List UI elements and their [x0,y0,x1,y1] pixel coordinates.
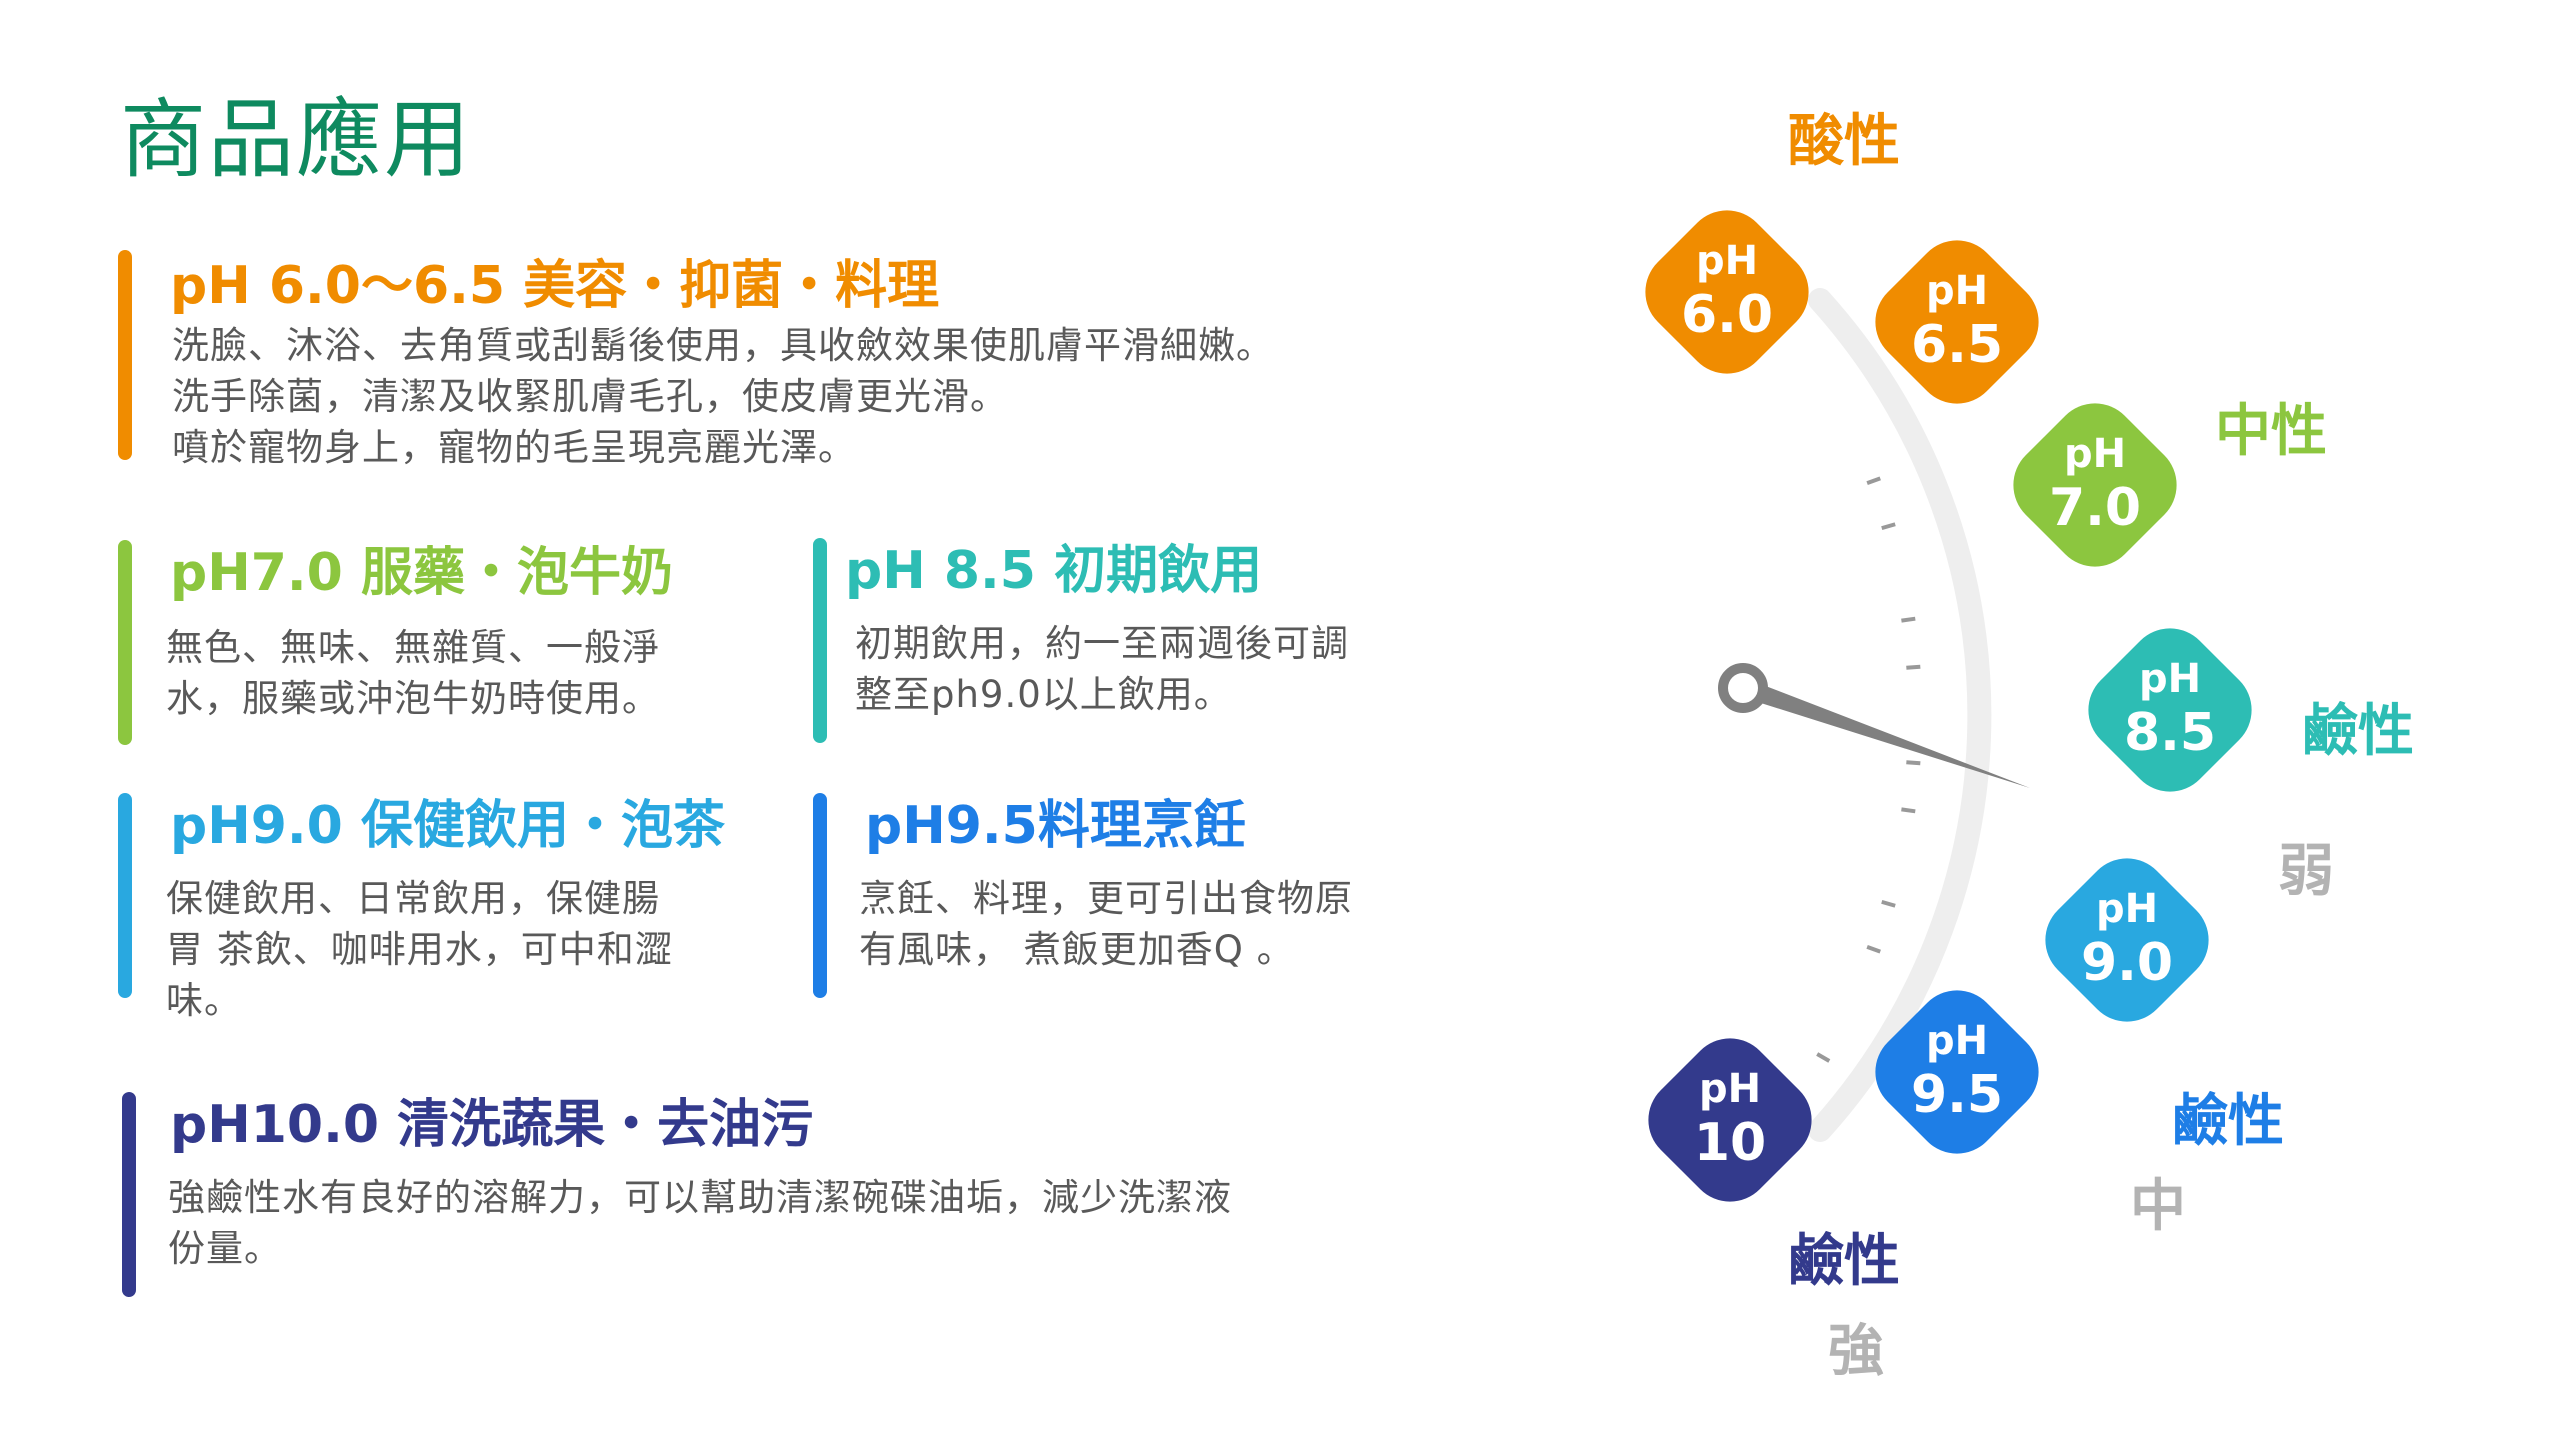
badge-value: 7.0 [2049,478,2141,538]
ph-badge: pH9.5 [1875,990,2039,1154]
badge-shape [1875,240,2039,404]
gauge-tick [1906,760,1921,766]
needle-shape [1745,680,2030,788]
label-alkaline-mid: 鹼性 [2172,1089,2284,1154]
gauge-tick [1866,476,1881,485]
badge-ph-label: pH [2139,656,2201,702]
section-ph10: pH10.0 清洗蔬果・去油污 強鹼性水有良好的溶解力，可以幫助清潔碗碟油垢，減… [122,1092,1422,1302]
badge-ph-label: pH [1696,238,1758,284]
ph-badge: pH7.0 [2013,403,2177,567]
badge-shape [2088,628,2252,792]
badge-ph-label: pH [1699,1066,1761,1112]
badge-shape [2045,858,2209,1022]
badge-shape [1645,210,1809,374]
label-strong: 強 [1828,1319,1884,1384]
section-accent-bar [813,793,827,998]
section-body: 初期飲用，約一至兩週後可調 整至ph9.0以上飲用。 [855,622,1349,716]
ph-badge: pH8.5 [2088,628,2252,792]
ph-badge: pH9.0 [2045,858,2209,1022]
section-heading: pH 8.5 初期飲用 [845,541,1263,601]
section-heading: pH 6.0～6.5 美容・抑菌・料理 [170,256,940,316]
section-ph8-5: pH 8.5 初期飲用 初期飲用，約一至兩週後可調 整至ph9.0以上飲用。 [813,538,1453,748]
badge-ph-label: pH [2096,886,2158,932]
badge-ph-label: pH [1926,1018,1988,1064]
section-accent-bar [122,1092,136,1297]
gauge-tick [1866,945,1881,954]
label-mid: 中 [2130,1174,2186,1239]
gauge-tick [1881,899,1896,908]
badge-value: 8.5 [2124,703,2216,763]
section-accent-bar [118,793,132,998]
gauge-tick [1901,807,1916,814]
badge-shape [1875,990,2039,1154]
section-accent-bar [118,540,132,745]
section-ph7: pH7.0 服藥・泡牛奶 無色、無味、無雜質、一般淨 水，服藥或沖泡牛奶時使用。 [118,540,758,750]
section-accent-bar [118,250,132,460]
badge-shape [1648,1038,1812,1202]
ph-badge: pH6.0 [1645,210,1809,374]
badge-value: 9.0 [2081,933,2173,993]
badge-shape [2013,403,2177,567]
label-alkaline-strong: 鹼性 [1788,1229,1900,1294]
section-body: 保健飲用、日常飲用，保健腸 胃 茶飲、咖啡用水，可中和澀 味。 [166,877,673,1022]
gauge-tick [1906,664,1921,670]
section-heading: pH7.0 服藥・泡牛奶 [170,543,673,603]
badge-value: 10 [1694,1113,1766,1173]
gauge-tick [1881,522,1896,531]
gauge-tick [1816,1052,1831,1063]
section-ph9-5: pH9.5料理烹飪 烹飪、料理，更可引出食物原 有風味， 煮飯更加香Q 。 [813,793,1453,1003]
label-acid: 酸性 [1788,109,1900,174]
gauge-arc [1808,288,1992,1142]
section-heading: pH9.5料理烹飪 [865,796,1246,856]
section-body: 強鹼性水有良好的溶解力，可以幫助清潔碗碟油垢，減少洗潔液 份量。 [168,1176,1232,1270]
badge-ph-label: pH [2064,431,2126,477]
needle-pivot [1718,663,1768,713]
gauge-needle [1718,663,2030,788]
section-body: 無色、無味、無雜質、一般淨 水，服藥或沖泡牛奶時使用。 [166,626,660,720]
section-heading: pH10.0 清洗蔬果・去油污 [170,1095,814,1155]
label-alkaline-weak: 鹼性 [2302,699,2414,764]
page-title: 商品應用 [120,90,472,190]
label-weak: 弱 [2278,839,2334,904]
section-heading: pH9.0 保健飲用・泡茶 [170,796,725,856]
badge-ph-label: pH [1926,268,1988,314]
section-ph9: pH9.0 保健飲用・泡茶 保健飲用、日常飲用，保健腸 胃 茶飲、咖啡用水，可中… [118,793,758,1023]
badge-value: 9.5 [1911,1065,2003,1125]
ph-badge: pH10 [1648,1038,1812,1202]
section-body: 烹飪、料理，更可引出食物原 有風味， 煮飯更加香Q 。 [859,877,1353,971]
label-neutral: 中性 [2215,399,2327,464]
ph-badge: pH6.5 [1875,240,2039,404]
badge-value: 6.0 [1681,285,1773,345]
gauge-tick [1901,616,1916,623]
badge-value: 6.5 [1911,315,2003,375]
section-accent-bar [813,538,827,743]
section-ph6: pH 6.0～6.5 美容・抑菌・料理 洗臉、沐浴、去角質或刮鬍後使用，具收斂效… [118,250,1418,470]
section-body: 洗臉、沐浴、去角質或刮鬍後使用，具收斂效果使肌膚平滑細嫩。 洗手除菌，清潔及收緊… [172,324,1274,469]
